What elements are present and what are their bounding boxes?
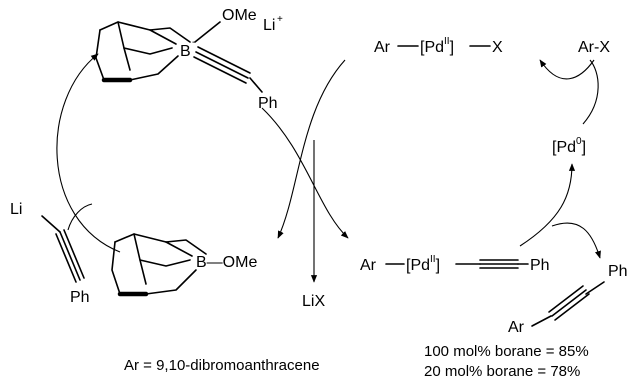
pd-alkynyl-bracket: ] xyxy=(436,257,440,274)
transmetalation-arrow xyxy=(56,53,121,253)
aryl-definition: Ar = 9,10-dibromoanthracene xyxy=(124,357,320,374)
svg-text:[PdII]: [PdII] xyxy=(420,36,454,56)
boron-label: B xyxy=(180,43,191,60)
pd0-to-pdx-arrow xyxy=(582,59,599,125)
lithium-charge: + xyxy=(277,14,283,25)
pdx-bracket: ] xyxy=(450,39,454,56)
pd-alkynyl-pd-label: [Pd xyxy=(406,257,430,274)
alkynyl-transfer-arrow xyxy=(261,107,349,239)
aryl-halide-label: Ar-X xyxy=(578,39,610,56)
acetylide-entry-arrow xyxy=(67,203,93,231)
pd-alkynyl-phenyl-label: Ph xyxy=(530,257,550,274)
pdx-aryl-label: Ar xyxy=(374,39,391,56)
product-phenyl-label: Ph xyxy=(608,263,628,280)
lithium-label: Li xyxy=(10,201,22,218)
reagent-phenyl-label: Ph xyxy=(70,289,90,306)
borate-complex xyxy=(95,21,263,93)
boron-methoxy-label: B—OMe xyxy=(196,254,257,271)
product-release-arrow xyxy=(551,222,601,259)
lithium-phenylacetylide xyxy=(41,215,85,283)
svg-text:[Pd0]: [Pd0] xyxy=(552,136,586,156)
pd0-bracket: ] xyxy=(582,139,586,156)
methoxyborane xyxy=(111,233,207,297)
pdx-oxidation-state: II xyxy=(444,36,450,47)
pdx-pd-label: [Pd xyxy=(420,39,444,56)
reductive-elimination-arrow xyxy=(519,163,576,247)
svg-text:[PdII]: [PdII] xyxy=(406,254,440,274)
yield-catalytic-loading: 20 mol% borane = 78% xyxy=(424,363,580,380)
lithium-halide-label: LiX xyxy=(302,293,325,310)
oxidative-addition-arrow xyxy=(539,59,595,80)
phenyl-label: Ph xyxy=(258,95,278,112)
pd-alkynyl-oxidation-state: II xyxy=(430,254,436,265)
yield-full-loading: 100 mol% borane = 85% xyxy=(424,343,589,360)
borane-release-arrow xyxy=(277,59,346,239)
product-aryl-label: Ar xyxy=(508,319,525,336)
lithium-cation-label: Li xyxy=(263,17,275,34)
pd0-oxidation-state: 0 xyxy=(576,136,582,147)
pdx-halide-label: X xyxy=(492,39,503,56)
methoxy-label: OMe xyxy=(222,7,257,24)
pd-alkynyl-aryl-label: Ar xyxy=(360,257,377,274)
pd0-label: [Pd xyxy=(552,139,576,156)
negative-charge: - xyxy=(192,37,195,48)
